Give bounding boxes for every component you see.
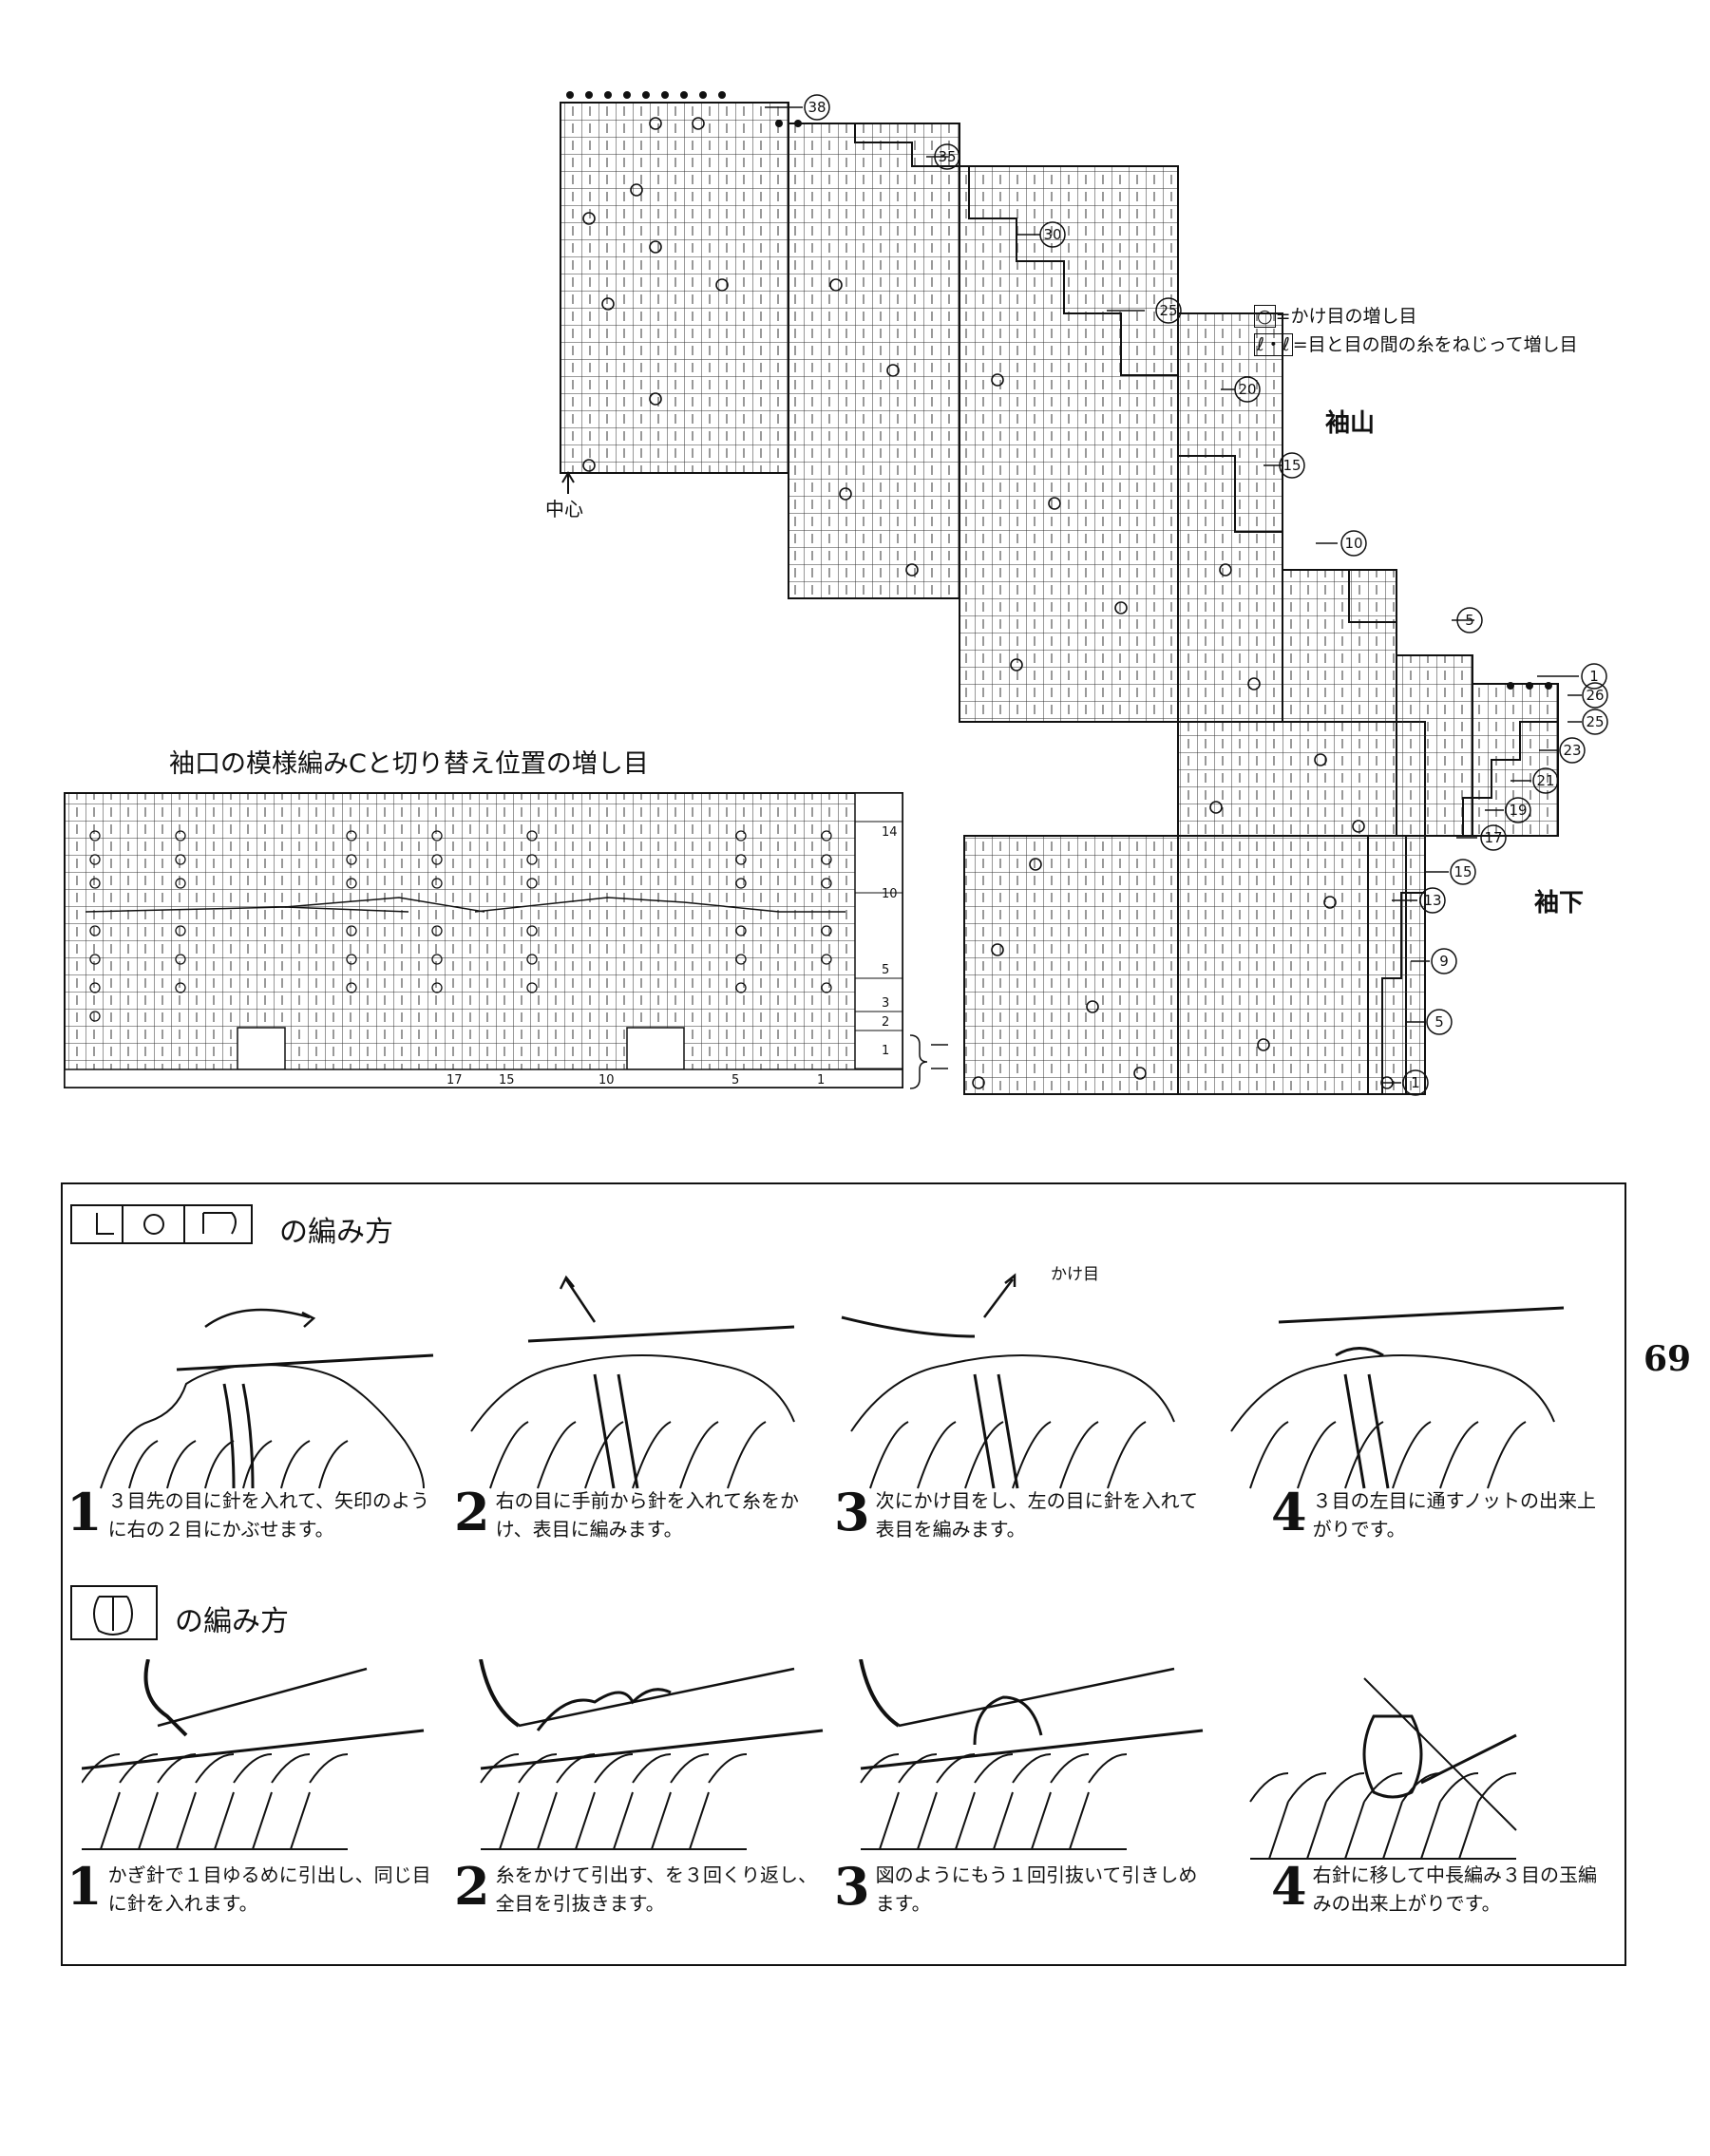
row-marker-38: 38 [808,99,826,116]
knot-step-illustrations [100,1273,1565,1489]
row-marker-10: 10 [1344,535,1362,552]
row-marker-5b: 5 [1434,1013,1444,1031]
bobble-howto-title: の編み方 [175,1605,289,1638]
row-marker-15: 15 [1282,457,1301,474]
row-markers [765,94,1608,1096]
knot-symbol-icon [70,1204,253,1244]
row-marker-15b: 15 [1454,863,1472,880]
knot-step-4-number: 4 [1271,1482,1307,1542]
bobble-step-4: 4 右針に移して中長編み３目の玉編みの出来上がりです。 [1271,1861,1623,1918]
knot-step-2: 2 右の目に手前から針を入れて糸をかけ、表目に編みます。 [454,1486,834,1543]
bobble-symbol-icon [70,1585,158,1640]
row-marker-13: 13 [1423,892,1441,909]
knot-step-2-text: 右の目に手前から針を入れて糸をかけ、表目に編みます。 [495,1489,799,1541]
center-label: 中心 [545,498,583,520]
knot-step-1-text: ３目先の目に針を入れて、矢印のように右の２目にかぶせます。 [107,1489,429,1541]
knot-step2-illustration [470,1275,795,1489]
knot-step-4: 4 ３目の左目に通すノットの出来上がりです。 [1271,1486,1623,1543]
row-marker-20: 20 [1238,381,1256,398]
legend-item-yarn-over: ○=かけ目の増し目 [1254,302,1578,331]
underarm-outline [1381,684,1559,1094]
bobble-step-4-number: 4 [1271,1856,1307,1917]
knot-step-3-text: 次にかけ目をし、左の目に針を入れて表目を編みます。 [875,1489,1198,1541]
bobble-step-1-number: 1 [66,1856,103,1917]
bobble-step2-illustration [479,1659,824,1850]
bobble-step3-illustration [859,1659,1204,1850]
bobble-step-3-number: 3 [834,1856,870,1917]
knot-step-2-number: 2 [454,1482,490,1542]
cuff-row-14: 14 [882,825,898,840]
knot-step1-illustration [100,1308,434,1489]
bind-off-dots [566,91,1552,690]
twisted-increase-symbol: ℓ・ℓ [1254,333,1293,356]
cuff-row-2: 2 [882,1015,889,1030]
row-marker-26: 26 [1586,687,1604,704]
knot-step4-illustration [1230,1306,1565,1489]
cuff-col-15: 15 [499,1073,515,1087]
page-number: 69 [1644,1339,1692,1379]
knot-step-3-number: 3 [834,1482,870,1542]
row-marker-25: 25 [1159,302,1177,319]
legend-yarn-over-text: =かけ目の増し目 [1275,306,1417,327]
cuff-row-1: 1 [882,1044,889,1058]
cuff-col-5: 5 [732,1073,739,1087]
knot-step-4-text: ３目の左目に通すノットの出来上がりです。 [1312,1489,1596,1541]
cuff-chart-title: 袖口の模様編みCと切り替え位置の増し目 [169,749,649,779]
bobble-step1-illustration [82,1659,425,1850]
cuff-col-17: 17 [446,1073,463,1087]
bobble-step-1-text: かぎ針で１目ゆるめに引出し、同じ目に針を入れます。 [107,1863,431,1915]
bobble-step-illustrations [82,1659,1517,1860]
chart-legend: ○=かけ目の増し目 ℓ・ℓ=目と目の間の糸をねじって増し目 [1254,302,1578,359]
row-marker-9: 9 [1439,953,1449,970]
sleeve-cap-outline [760,102,1558,685]
sleeve-cap-label: 袖山 [1325,409,1376,438]
legend-item-twisted-increase: ℓ・ℓ=目と目の間の糸をねじって増し目 [1254,331,1578,359]
row-marker-1: 1 [1589,668,1599,685]
howto-panel: の編み方 [61,1182,1626,1966]
bobble-step-3-text: 図のようにもう１回引抜いて引きしめます。 [875,1863,1198,1915]
row-marker-35: 35 [938,148,956,165]
row-marker-5: 5 [1465,612,1474,629]
knot-step-1-number: 1 [66,1482,103,1542]
bobble-step4-illustration [1249,1677,1517,1860]
knot-step3-illustration [841,1273,1175,1489]
yarn-over-annotation: かけ目 [1051,1265,1099,1284]
yarn-over-symbol: ○ [1254,305,1276,328]
bobble-step-3: 3 図のようにもう１回引抜いて引きしめます。 [834,1861,1214,1918]
cuff-chart [64,792,948,1089]
sleeve-cap-grid [560,102,1559,1095]
row-marker-23: 23 [1563,742,1581,759]
yarn-over-circles [582,117,1394,1089]
cuff-col-1: 1 [817,1073,825,1087]
cuff-row-10: 10 [882,887,898,901]
sleeve-chart: 38 35 30 25 20 15 10 5 1 26 25 23 21 19 … [64,91,1608,1096]
knot-step-3: 3 次にかけ目をし、左の目に針を入れて表目を編みます。 [834,1486,1214,1543]
row-marker-30: 30 [1043,226,1061,243]
row-marker-17: 17 [1484,829,1502,846]
row-marker-19: 19 [1509,802,1527,819]
bobble-step-2-number: 2 [454,1856,490,1917]
row-marker-25b: 25 [1586,713,1604,730]
legend-twisted-increase-text: =目と目の間の糸をねじって増し目 [1292,334,1578,355]
cuff-row-5: 5 [882,963,889,977]
underarm-label: 袖下 [1534,889,1585,917]
row-marker-21: 21 [1536,772,1554,789]
row-marker-1b: 1 [1411,1074,1420,1091]
bobble-step-1: 1 かぎ針で１目ゆるめに引出し、同じ目に針を入れます。 [66,1861,446,1918]
cuff-col-10: 10 [598,1073,615,1087]
cuff-row-3: 3 [882,996,889,1011]
bobble-step-2-text: 糸をかけて引出す、を３回くり返し、全目を引抜きます。 [495,1863,817,1915]
knot-step-1: 1 ３目先の目に針を入れて、矢印のように右の２目にかぶせます。 [66,1486,446,1543]
bobble-step-2: 2 糸をかけて引出す、を３回くり返し、全目を引抜きます。 [454,1861,834,1918]
knot-howto-title: の編み方 [279,1216,393,1249]
bobble-step-4-text: 右針に移して中長編み３目の玉編みの出来上がりです。 [1312,1863,1597,1915]
